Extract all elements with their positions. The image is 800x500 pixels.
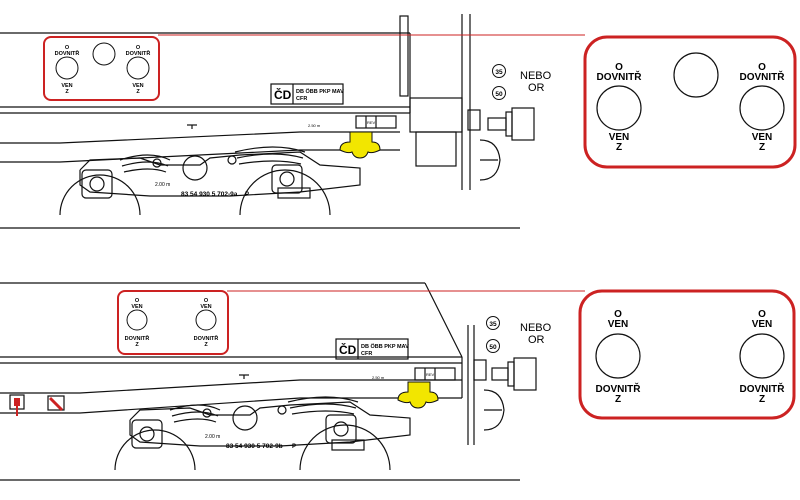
- top-large-tl-1: O: [615, 62, 623, 73]
- bottom-small-tr-2: VEN: [200, 304, 211, 310]
- bottom-rev-label: REV: [426, 372, 435, 377]
- bottom-large-tr-1: O: [758, 309, 766, 320]
- top-small-tl-2: DOVNITŘ: [55, 49, 80, 57]
- bottom-small-panel: [117, 290, 229, 355]
- bottom-large-right-circle: [739, 333, 785, 379]
- bottom-small-bl-1: DOVNITŘ: [125, 334, 150, 342]
- bottom-small-tr-1: O: [204, 298, 209, 304]
- bottom-speed-sign-a: [486, 316, 500, 330]
- top-large-br-2: Z: [759, 142, 765, 153]
- top-speed-sign-a: [492, 64, 506, 78]
- bottom-small-bl-2: Z: [135, 342, 139, 348]
- top-serial-mark: P: [245, 192, 249, 198]
- top-large-middle-circle: [673, 52, 719, 98]
- bottom-speed-b-value: 50: [489, 344, 497, 351]
- top-small-bl-1: VEN: [61, 83, 72, 89]
- bottom-or-label-en: OR: [528, 334, 545, 346]
- top-large-right-circle: [739, 85, 785, 131]
- top-large-bl-2: Z: [616, 142, 622, 153]
- top-or-label-en: OR: [528, 82, 545, 94]
- bottom-small-br-1: DOVNITŘ: [194, 334, 219, 342]
- top-serial-number: 83 54 930 5 702-9a: [181, 191, 238, 198]
- bottom-large-left-circle: [595, 333, 641, 379]
- bottom-large-tl-1: O: [614, 309, 622, 320]
- top-wagon: [0, 14, 535, 229]
- top-lifting-hook: [339, 131, 381, 159]
- bottom-speed-a-value: 35: [489, 321, 497, 328]
- bottom-railways-line1: DB ÖBB PKP MAV: [361, 343, 409, 350]
- top-speed-sign-b: [492, 86, 506, 100]
- bottom-serial-number: 83 54 930 5 702-9b: [226, 443, 283, 450]
- top-small-tr-1: O: [136, 45, 141, 51]
- top-small-bl-2: Z: [65, 89, 69, 95]
- bottom-railways-box: [335, 338, 409, 360]
- top-large-tl-2: DOVNITŘ: [597, 70, 643, 83]
- top-rev-label: REV: [367, 120, 376, 125]
- bottom-small-tl-1: O: [135, 298, 140, 304]
- bottom-large-bl-1: DOVNITŘ: [596, 382, 642, 395]
- top-small-tl-1: O: [65, 45, 70, 51]
- top-small-br-2: Z: [136, 89, 140, 95]
- top-dimension-label: 2.00 m: [155, 182, 170, 188]
- top-small-middle-circle: [92, 42, 116, 66]
- bottom-speed-sign-b: [486, 339, 500, 353]
- top-small-br-1: VEN: [132, 83, 143, 89]
- bottom-or-label-cz: NEBO: [520, 322, 552, 334]
- top-large-panel: [583, 35, 797, 169]
- bottom-small-right-circle: [195, 309, 217, 331]
- top-speed-b-value: 50: [495, 91, 503, 98]
- bottom-small-note: 2.50 m: [372, 375, 385, 380]
- top-speed-a-value: 35: [495, 69, 503, 76]
- bottom-cd-logo: ČD: [339, 342, 357, 357]
- top-small-right-circle: [126, 56, 150, 80]
- bottom-large-br-2: Z: [759, 394, 765, 405]
- top-railways-line1: DB ÖBB PKP MAV: [296, 88, 344, 95]
- top-large-tr-1: O: [758, 62, 766, 73]
- top-small-panel: [43, 36, 160, 101]
- bottom-large-panel: [578, 289, 796, 420]
- bottom-large-tr-2: VEN: [752, 319, 773, 330]
- bottom-wagon: [0, 282, 537, 481]
- bottom-serial-mark: P: [292, 444, 296, 450]
- bottom-lifting-hook: [397, 381, 439, 409]
- bottom-large-bl-2: Z: [615, 394, 621, 405]
- top-cd-logo: ČD: [274, 87, 292, 102]
- top-small-note: 2.50 m: [308, 123, 321, 128]
- bottom-small-br-2: Z: [204, 342, 208, 348]
- bottom-dimension-label: 2.00 m: [205, 434, 220, 440]
- top-large-br-1: VEN: [752, 132, 773, 143]
- bottom-large-br-1: DOVNITŘ: [740, 382, 786, 395]
- top-or-label-cz: NEBO: [520, 70, 552, 82]
- bottom-small-tl-2: VEN: [131, 304, 142, 310]
- top-small-left-circle: [55, 56, 79, 80]
- top-railways-box: [270, 83, 344, 105]
- top-railways-line2: CFR: [296, 96, 307, 102]
- top-large-left-circle: [596, 85, 642, 131]
- bottom-large-tl-2: VEN: [608, 319, 629, 330]
- bottom-side-fittings: [14, 396, 64, 416]
- top-small-tr-2: DOVNITŘ: [126, 49, 151, 57]
- bottom-small-left-circle: [126, 309, 148, 331]
- bottom-railways-line2: CFR: [361, 351, 372, 357]
- top-large-bl-1: VEN: [609, 132, 630, 143]
- top-large-tr-2: DOVNITŘ: [740, 70, 786, 83]
